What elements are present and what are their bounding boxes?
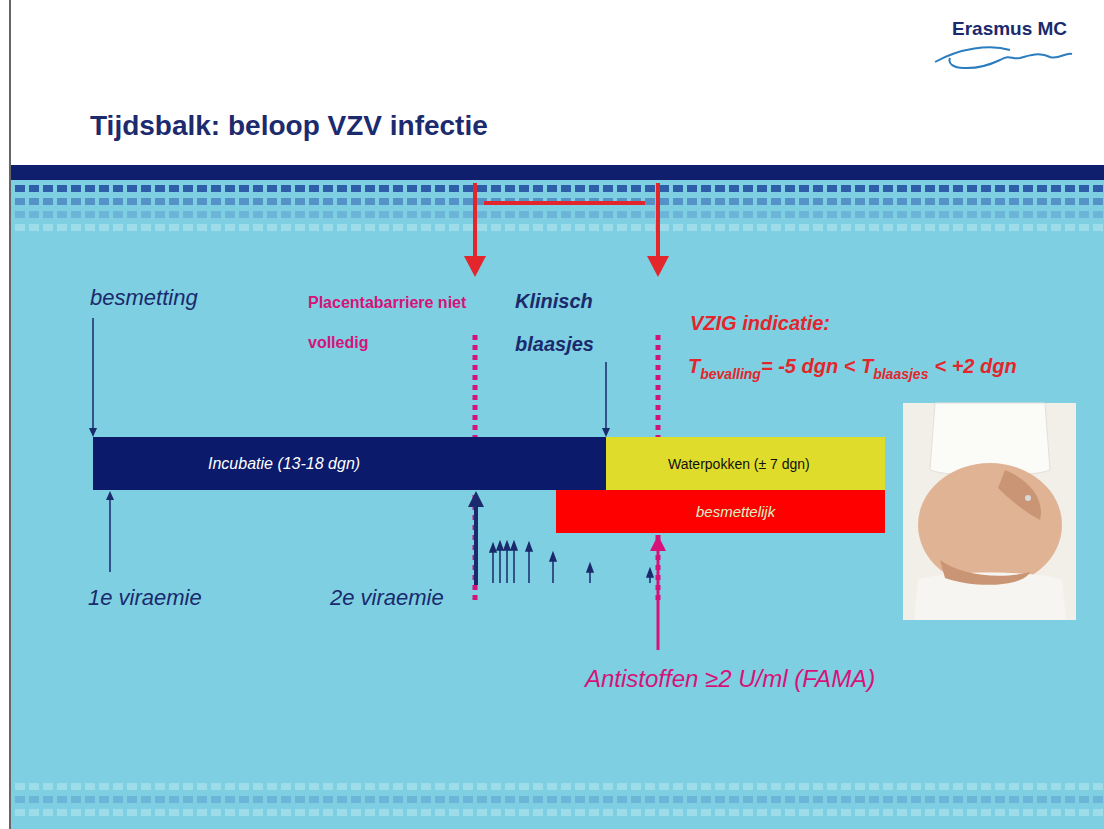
dot-row — [11, 809, 1104, 822]
pregnant-woman-photo — [903, 403, 1076, 620]
viraemia-arrow — [474, 506, 478, 585]
bar-label: Waterpokken (± 7 dgn) — [668, 456, 810, 472]
slide-title: Tijdsbalk: beloop VZV infectie — [90, 110, 488, 142]
formula-part: < +2 dgn — [934, 355, 1016, 377]
viraemia-arrows — [490, 542, 653, 583]
pointer-arrow — [92, 318, 94, 429]
indication-arrow — [656, 183, 660, 258]
indication-bracket — [484, 201, 645, 205]
dot-row — [11, 183, 1104, 196]
bar-label: Incubatie (13-18 dgn) — [208, 455, 360, 473]
contagious-bar: besmettelijk — [556, 490, 885, 533]
antibody-label: Antistoffen ≥2 U/ml (FAMA) — [585, 665, 875, 694]
dot-row — [11, 783, 1104, 796]
content-panel — [11, 180, 1104, 829]
antibody-arrow — [657, 550, 660, 650]
placenta-label: Placentabarriere niet volledig — [308, 283, 468, 363]
arrow-head — [89, 428, 97, 437]
arrow-head — [106, 491, 114, 500]
dot-row — [11, 209, 1104, 222]
viraemia-label: 1e viraemie — [88, 585, 202, 611]
indication-arrow — [473, 183, 477, 258]
infection-label: besmetting — [90, 285, 198, 311]
formula-part: T — [688, 355, 700, 377]
left-rule — [9, 0, 11, 829]
viraemia-arrow — [109, 499, 111, 572]
incubation-bar: Incubatie (13-18 dgn) — [93, 437, 606, 490]
logo-signature — [935, 47, 1072, 68]
arrow-head — [650, 535, 666, 551]
chickenpox-bar: Waterpokken (± 7 dgn) — [606, 437, 885, 490]
dot-row — [11, 222, 1104, 235]
header-band — [11, 165, 1104, 180]
logo-text: Erasmus MC — [952, 18, 1067, 41]
dot-row — [11, 196, 1104, 209]
arrow-head — [602, 428, 610, 437]
dot-row — [11, 796, 1104, 809]
viraemia-label: 2e viraemie — [330, 585, 444, 611]
indication-formula: Tbevalling= -5 dgn < Tblaasjes < +2 dgn — [688, 355, 1017, 382]
vesicles-label: Klinisch blaasjes — [515, 280, 627, 366]
formula-part: = -5 dgn < T — [761, 355, 873, 377]
bar-label: besmettelijk — [696, 503, 775, 520]
formula-subscript: blaasjes — [873, 366, 928, 382]
arrow-head — [464, 256, 486, 277]
indication-heading: VZIG indicatie: — [690, 311, 830, 335]
pointer-arrow — [605, 362, 607, 429]
arrow-head — [468, 491, 484, 507]
arrow-head — [647, 256, 669, 277]
formula-subscript: bevalling — [700, 366, 761, 382]
